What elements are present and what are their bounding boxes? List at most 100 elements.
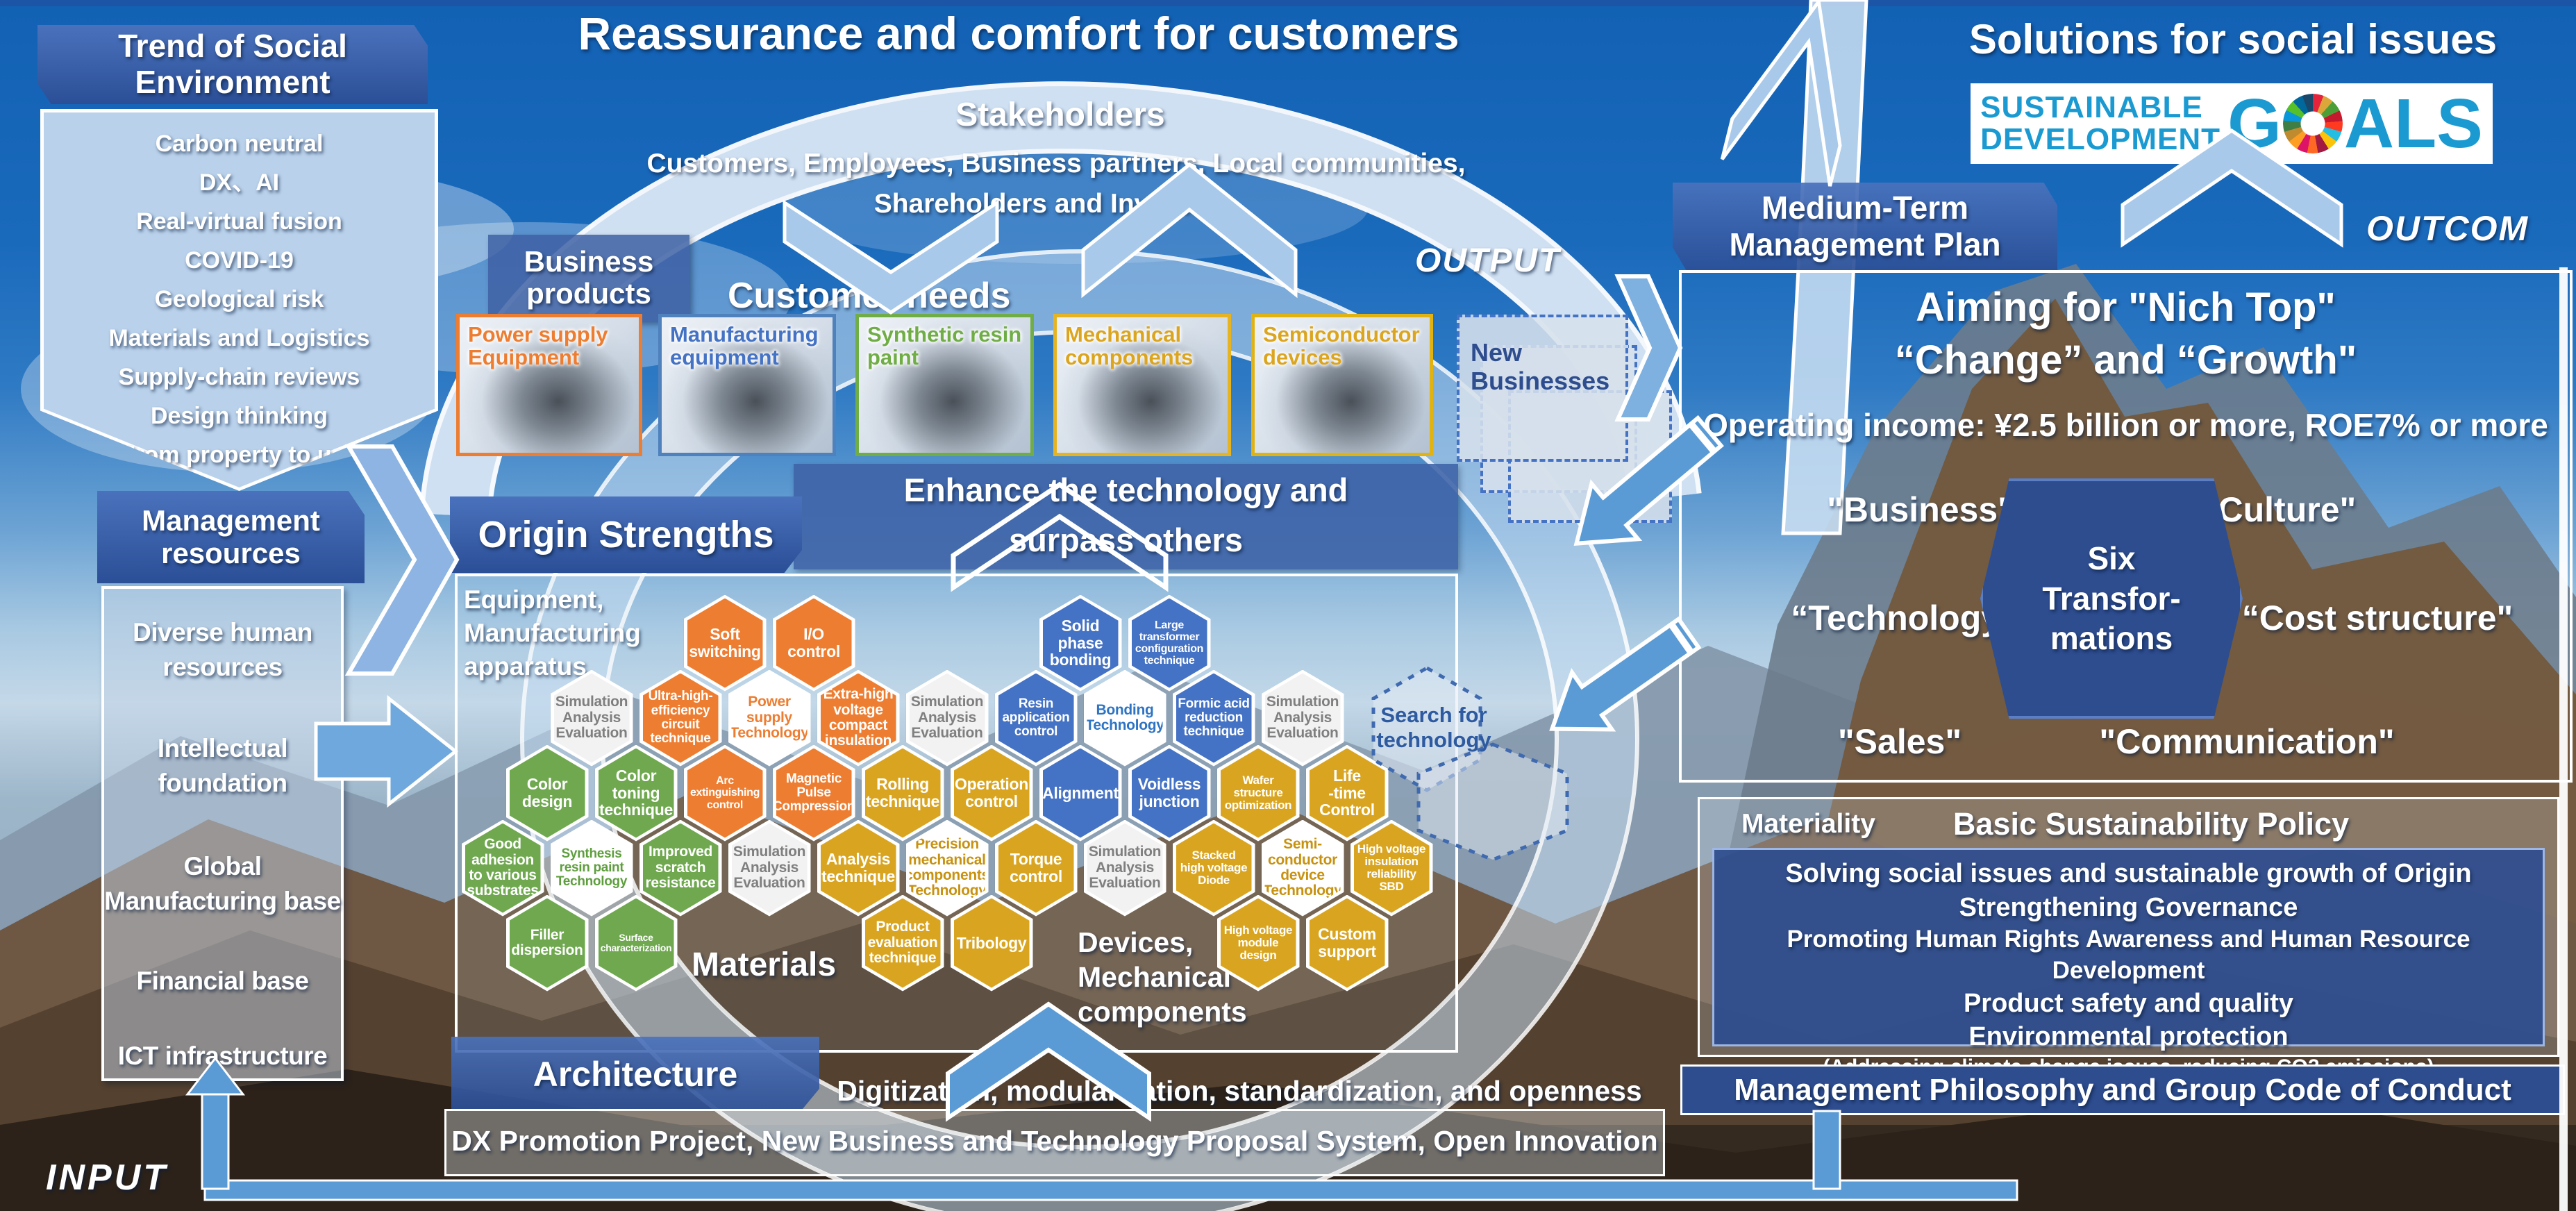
operating-income: Operating income: ¥2.5 billion or more, … [1703,407,2548,443]
trend-banner: Trend of Social Environment [37,25,428,104]
product-card-mechanical: Mechanical components [1053,314,1231,456]
six-transformation-words: "Business" "Culture" “Technology" “Cost str… [1682,273,2570,780]
aiming-box: Aiming for "Nich Top" “Change” and “Grow… [1679,270,2573,783]
sdg-logo: SUSTAINABLE DEVELOPMENT G ALS [1971,83,2493,164]
sustainability-item: Product safety and quality [1963,988,2294,1018]
new-businesses-box: New Businesses [1457,315,1628,462]
aiming-line2: “Change” and “Growth" [1894,337,2357,383]
management-resource-item: Diverse human resources [133,618,312,681]
origin-strengths-banner: Origin Strengths [450,496,802,573]
sdg-goals-rest: ALS [2343,85,2483,162]
output-label: OUTPUT [1415,242,1561,279]
business-products-label: Business products [488,235,689,321]
hex-solid-phase-bonding: Solid phase bonding [1039,594,1122,692]
hex-stacked-highvoltage-diode: Stacked high voltage Diode [1172,819,1255,917]
sustainability-item: Solving social issues and sustainable gr… [1785,859,2472,888]
transformation-word: “Technology" [1791,599,2017,637]
enhance-band: Enhance the technology and surpass other… [794,464,1458,569]
architecture-title: Architecture [533,1054,738,1094]
stakeholders-title: Stakeholders [955,97,1165,133]
medium-term-banner: Medium-Term Management Plan [1673,183,2057,270]
product-card-resin-paint: Synthetic resin paint [855,314,1034,456]
enhance-line2: surpass others [1009,521,1243,558]
transformation-word: "Business" [1827,490,2014,529]
trend-item: Materials and Logistics [108,325,370,351]
sustainability-item: Strengthening Governance [1959,892,2298,922]
stakeholders-line2: Shareholders and Investors, [873,189,1239,219]
group-equipment-label: Equipment, Manufacturing apparatus [464,585,641,681]
trend-item: Design thinking [151,403,328,429]
trend-item: Supply-chain reviews [118,364,360,390]
materiality-box: Materiality Basic Sustainability Policy … [1698,797,2559,1078]
trend-item: From property to use [120,442,358,468]
trend-item: COVID-19 [185,247,294,274]
sdg-wheel-icon [2282,94,2343,153]
sustainability-item: Environmental protection [1968,1022,2289,1052]
new-businesses-label: New Businesses [1471,338,1610,396]
management-resource-item: ICT infrastructure [117,1042,328,1070]
philosophy-text: Management Philosophy and Group Code of … [1734,1072,2511,1107]
transformation-word: "Culture" [2201,490,2357,529]
six-transformations-hexagon: Six Transfor- mations [1980,478,2243,719]
enhance-line1: Enhance the technology and [903,471,1348,508]
product-card-manufacturing: Manufacturing equipment [658,314,836,456]
hex-large-transformer-configuration-technique: Large transformer configuration techniqu… [1128,594,1211,692]
origin-strengths-title: Origin Strengths [478,514,774,556]
chevron-left-arrow [344,444,460,676]
solutions-title: Solutions for social issues [1968,16,2498,62]
medium-term-title: Medium-Term Management Plan [1729,190,2001,262]
product-card-semiconductor: Semiconductor devices [1251,314,1433,456]
sustainability-title: Basic Sustainability Policy [1952,806,2350,842]
up-chevron-icon [1081,162,1298,299]
trend-title: Trend of Social Environment [118,28,347,100]
product-label: Manufacturing equipment [670,322,819,370]
bottom-flow-bar [203,1179,2018,1201]
management-resource-item: Global Manufacturing base [104,852,341,915]
dx-bar: DX Promotion Project, New Business and T… [444,1109,1665,1176]
product-label: Semiconductor devices [1263,322,1420,370]
product-label: Mechanical components [1065,322,1194,370]
swoosh-chevron-icon [1720,0,1842,187]
management-resources-banner: Management resources [97,491,365,583]
business-products-text: Business products [524,244,654,310]
philosophy-connector [1812,1110,1841,1190]
philosophy-bar: Management Philosophy and Group Code of … [1680,1064,2565,1115]
aiming-line1: Aiming for "Nich Top" [1916,285,2336,330]
outcome-label: OUTCOM [2366,209,2529,248]
product-label: Synthetic resin paint [867,322,1022,370]
search-technology-label: Search for technology [1376,703,1491,752]
transformation-word: "Communication" [2099,722,2395,761]
digitization-label: Digitization, modularization, standardiz… [837,1075,1642,1107]
management-resource-item: Financial base [136,967,310,995]
sdg-line1: SUSTAINABLE [1980,90,2203,124]
trend-item: Geological risk [154,286,324,312]
transformation-word: “Cost structure" [2241,599,2514,637]
trend-item: DX、AI [199,169,280,196]
hex-io-control: I/O control [772,594,855,692]
customer-needs-label: Customer needs [728,276,1011,316]
hex-soft-switching: Soft switching [683,594,767,692]
architecture-banner: Architecture [451,1037,819,1111]
product-label: Power supply Equipment [468,322,608,370]
page-title: Reassurance and comfort for customers [578,8,1460,59]
sustainability-inner: Solving social issues and sustainable gr… [1712,848,2545,1078]
sustainability-item: Promoting Human Rights Awareness and Hum… [1787,926,2470,985]
group-materials-label: Materials [691,946,837,983]
dx-bar-text: DX Promotion Project, New Business and T… [451,1125,1658,1157]
product-card-power-supply: Power supply Equipment [456,314,642,456]
trend-item: Carbon neutral [155,131,324,157]
input-label: INPUT [46,1158,168,1198]
trend-item: Real-virtual fusion [136,208,342,235]
sdg-goals-g: G [2227,85,2282,162]
stakeholders-line1: Customers, Employees, Business partners,… [646,149,1466,178]
management-resource-item: Intellectual foundation [157,734,288,797]
materiality-label: Materiality [1741,809,1875,839]
management-resources-title: Management resources [142,504,320,569]
transformation-word: "Sales" [1837,722,1962,761]
six-transformations-label: Six Transfor- mations [2042,540,2181,656]
